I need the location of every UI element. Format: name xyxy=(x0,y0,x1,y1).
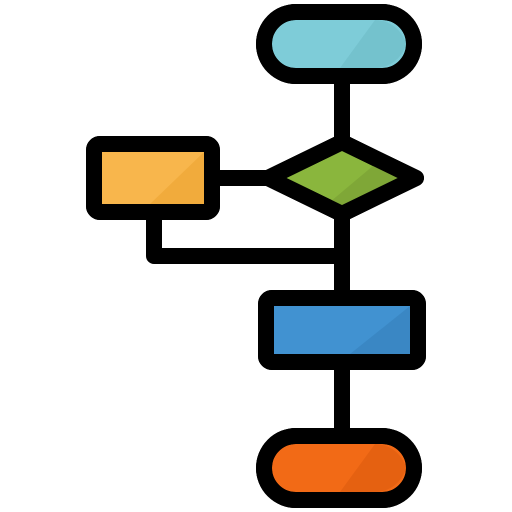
process-outline xyxy=(258,290,426,370)
end-terminator xyxy=(256,428,422,508)
side-process-box xyxy=(86,136,220,220)
decision-diamond xyxy=(260,134,424,222)
connector-lines xyxy=(146,68,350,446)
decision-outline xyxy=(260,134,424,222)
start-terminator xyxy=(256,4,422,84)
process-box xyxy=(258,290,426,370)
side-outline xyxy=(86,136,220,220)
connector-side-process-loop xyxy=(146,206,350,264)
end-outline xyxy=(256,428,422,508)
start-outline xyxy=(256,4,422,84)
